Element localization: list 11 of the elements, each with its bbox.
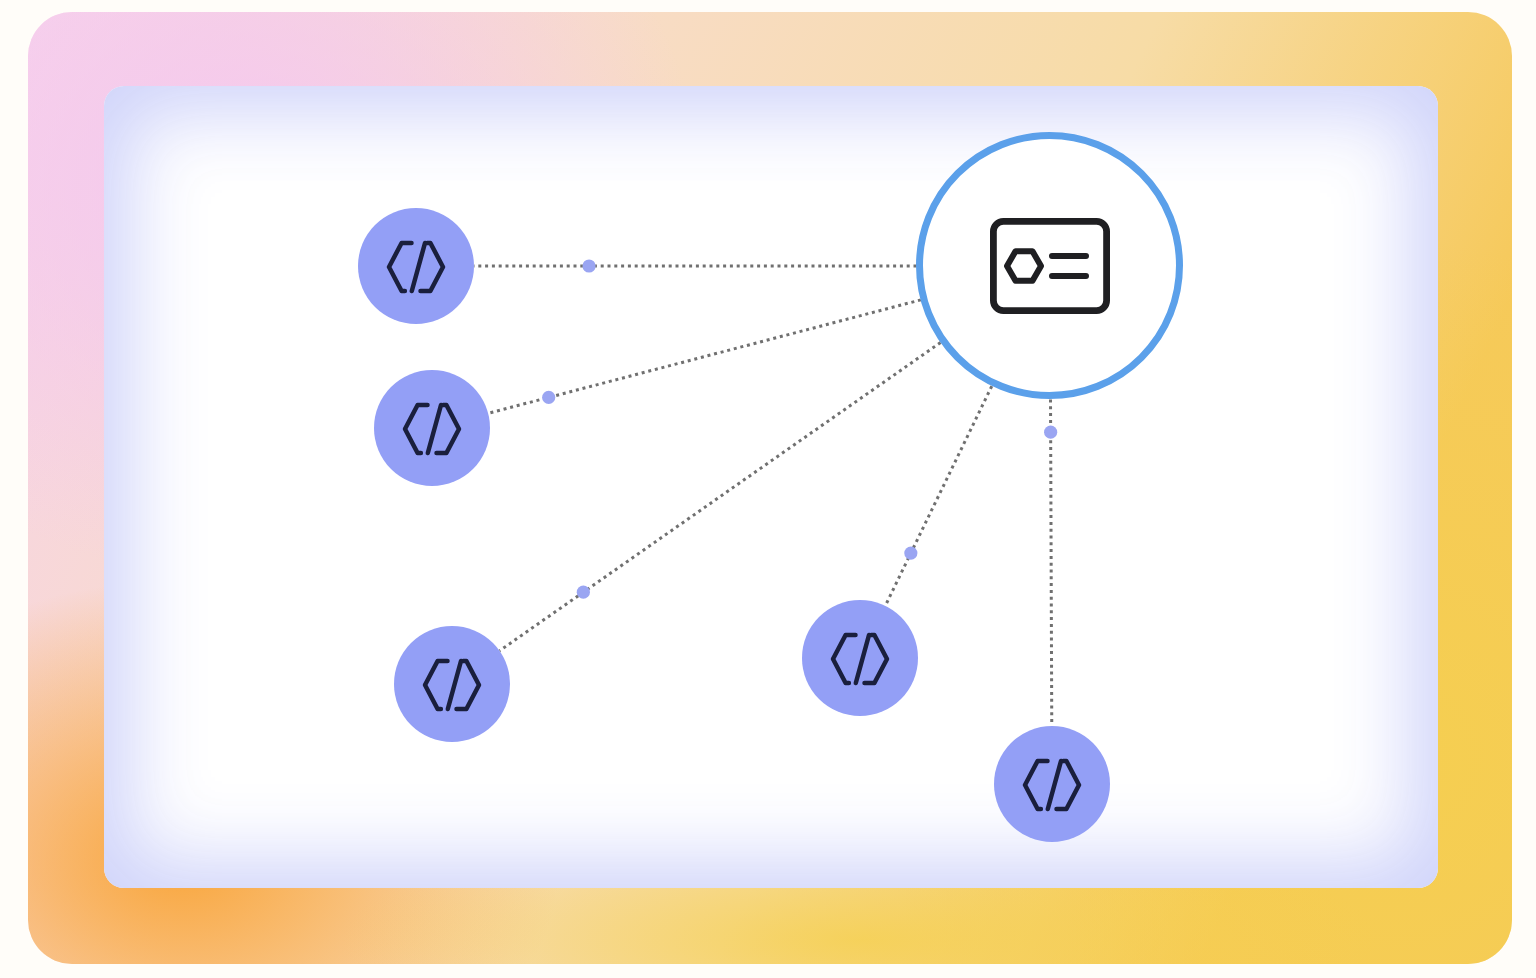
dotted-connector	[474, 264, 917, 268]
node-circle	[374, 370, 490, 486]
dotted-connector	[1049, 399, 1054, 726]
node-circle	[394, 626, 510, 742]
node-circle	[358, 208, 474, 324]
hub-circle	[916, 132, 1184, 400]
dotted-connector	[487, 298, 922, 415]
dotted-connector	[498, 341, 942, 652]
node-circle	[802, 600, 918, 716]
dotted-connector	[883, 385, 994, 607]
node-circle	[994, 726, 1110, 842]
